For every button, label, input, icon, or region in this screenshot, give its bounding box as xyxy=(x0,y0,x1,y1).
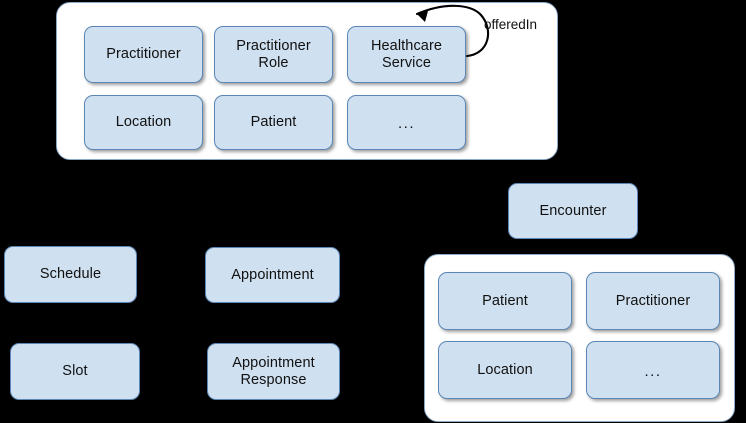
relation-label-offeredin: offeredIn xyxy=(484,17,538,32)
entity-label: Patient xyxy=(482,292,528,309)
entity-appointment-response[interactable]: Appointment Response xyxy=(207,343,340,400)
entity-more-encounter[interactable]: ... xyxy=(586,341,720,399)
entity-location-encounter[interactable]: Location xyxy=(438,341,572,399)
entity-label: ... xyxy=(644,362,662,380)
entity-label: ... xyxy=(397,115,415,133)
entity-label: Appointment xyxy=(231,266,314,283)
entity-appointment[interactable]: Appointment xyxy=(205,247,340,303)
entity-practitioner-role[interactable]: Practitioner Role xyxy=(214,26,333,83)
entity-slot[interactable]: Slot xyxy=(10,343,140,400)
entity-label: Practitioner xyxy=(615,292,691,309)
entity-label: Location xyxy=(115,114,172,131)
entity-encounter[interactable]: Encounter xyxy=(508,183,638,239)
entity-label: Patient xyxy=(250,114,297,131)
entity-label: Slot xyxy=(62,363,88,380)
entity-label: Healthcare Service xyxy=(370,38,443,71)
entity-label: Practitioner Role xyxy=(236,38,311,71)
entity-patient-top[interactable]: Patient xyxy=(214,95,333,150)
entity-label: Appointment Response xyxy=(232,355,315,388)
entity-patient-encounter[interactable]: Patient xyxy=(438,272,572,330)
entity-healthcare-service[interactable]: Healthcare Service xyxy=(347,26,466,83)
entity-location-top[interactable]: Location xyxy=(84,95,203,150)
entity-label: Schedule xyxy=(39,266,102,283)
entity-schedule[interactable]: Schedule xyxy=(4,246,137,303)
entity-practitioner-encounter[interactable]: Practitioner xyxy=(586,272,720,330)
entity-label: Practitioner xyxy=(106,46,181,63)
entity-label: Location xyxy=(477,361,533,378)
entity-label: Encounter xyxy=(539,202,607,219)
entity-more-top[interactable]: ... xyxy=(347,95,466,150)
entity-practitioner-top[interactable]: Practitioner xyxy=(84,26,203,83)
